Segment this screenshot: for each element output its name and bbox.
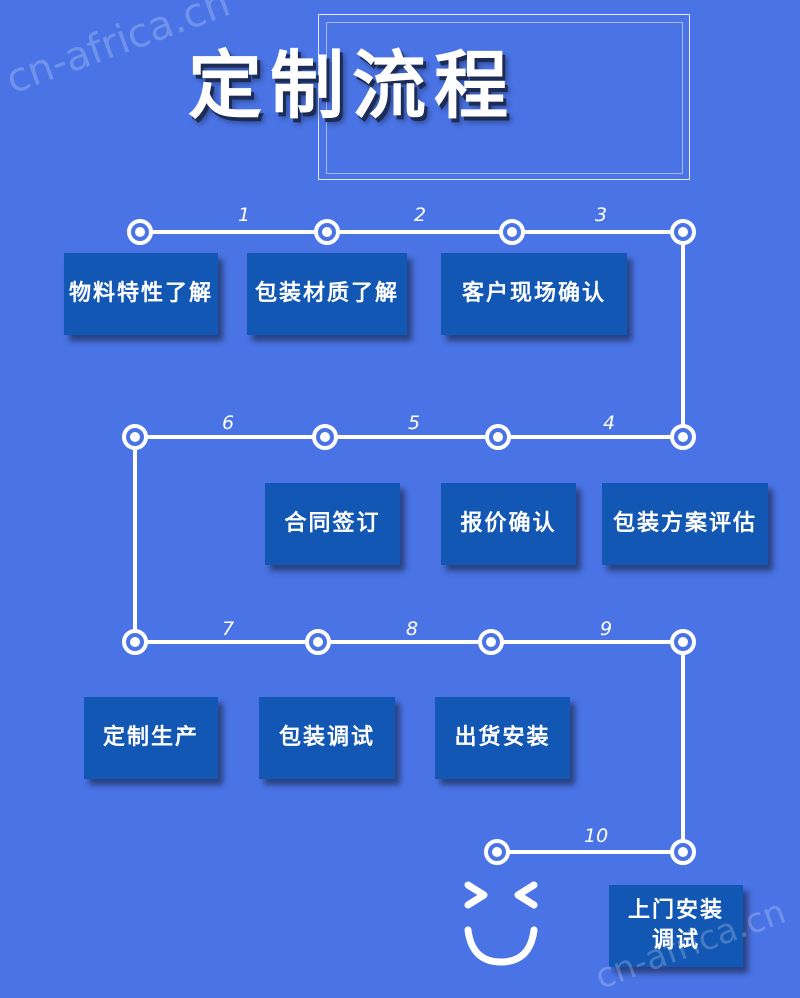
step-number-4: 4 [603,412,616,434]
step-box-1: 物料特性了解 [64,253,218,335]
step-box-5: 报价确认 [441,483,576,565]
title-frame-inner [326,22,683,174]
step-number-1: 1 [238,204,251,226]
node-11 [478,629,504,655]
step-box-8: 包装调试 [259,697,395,779]
step-number-6: 6 [222,412,235,434]
step-number-7: 7 [222,618,235,640]
smiley-face-icon [464,881,538,966]
step-number-9: 9 [600,618,613,640]
page-title: 定制流程 [188,43,516,129]
step-box-6: 合同签订 [265,483,400,565]
node-1 [127,219,153,245]
step-box-2: 包装材质了解 [247,253,407,335]
node-10 [305,629,331,655]
step-box-4: 包装方案评估 [602,483,768,565]
node-3 [499,219,525,245]
node-8 [122,424,148,450]
node-7 [312,424,338,450]
step-number-2: 2 [414,204,427,226]
step-number-8: 8 [406,618,419,640]
node-2 [314,219,340,245]
step-box-7: 定制生产 [84,697,218,779]
step-number-5: 5 [408,412,421,434]
node-9 [122,629,148,655]
step-box-9: 出货安装 [435,697,570,779]
connector-line [133,230,685,854]
node-14 [484,839,510,865]
step-box-10: 上门安装调试 [609,885,743,967]
flow-nodes [122,219,696,865]
step-number-3: 3 [595,204,608,226]
node-6 [485,424,511,450]
step-number-10: 10 [584,825,609,847]
node-4 [670,219,696,245]
node-5 [670,424,696,450]
step-box-3: 客户现场确认 [441,253,627,335]
title-frame-outer [318,14,690,180]
node-13 [670,839,696,865]
node-12 [670,629,696,655]
